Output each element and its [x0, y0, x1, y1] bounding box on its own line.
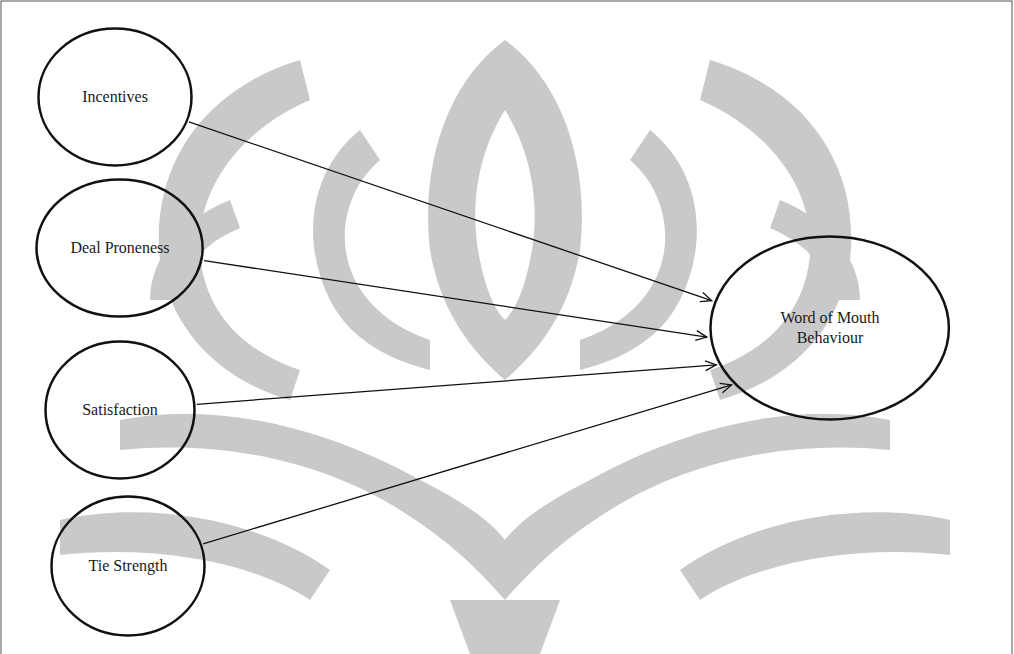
arrowhead	[720, 383, 732, 392]
ellipse-node: Word of Mouth Behaviour	[709, 235, 950, 421]
ellipse-node: Deal Proneness	[35, 178, 204, 318]
node-label: Deal Proneness	[70, 238, 169, 258]
arrow-connector	[203, 383, 731, 543]
connector-line	[189, 122, 712, 301]
arrowhead	[705, 361, 716, 371]
arrow-connector	[189, 122, 712, 302]
ellipse-node: Incentives	[37, 27, 193, 167]
ellipse-node: Satisfaction	[44, 340, 196, 480]
node-label: Word of Mouth Behaviour	[755, 308, 905, 348]
arrowhead	[700, 292, 712, 301]
arrowhead	[695, 331, 707, 341]
node-label: Incentives	[82, 87, 148, 107]
connector-line	[203, 385, 731, 544]
node-label: Tie Strength	[89, 556, 168, 576]
connector-line	[197, 365, 716, 404]
ellipse-outline	[709, 235, 950, 421]
ellipse-node: Tie Strength	[50, 495, 206, 637]
node-label: Satisfaction	[82, 400, 158, 420]
arrow-connector	[197, 361, 716, 404]
arrow-connector	[204, 261, 707, 341]
connector-line	[204, 261, 707, 337]
